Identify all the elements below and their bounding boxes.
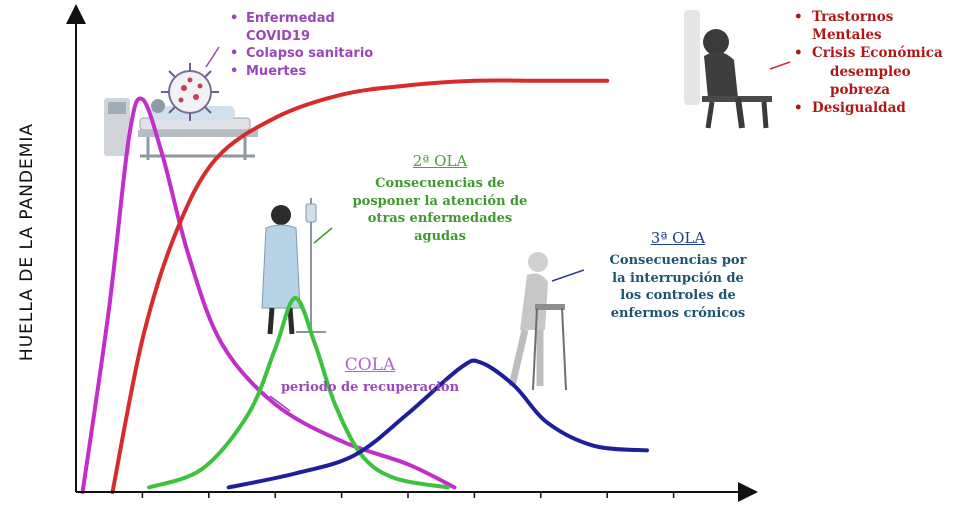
series-line-2 [147, 296, 450, 490]
coronavirus-icon [161, 46, 220, 121]
red-item: desempleo [830, 63, 911, 80]
wave3-line: los controles de [620, 288, 736, 304]
cola-annotation: COLA periodo de recuperación [265, 354, 475, 396]
purple-bullet-list: •Enfermedad COVID19 •Colapso sanitario •… [230, 11, 374, 79]
cola-text: periodo de recuperación [280, 379, 460, 395]
wave3-annotation: 3ª OLA Consecuencias por la interrupción… [598, 228, 758, 322]
wave2-title: 2ª OLA [412, 152, 468, 170]
series-layer [80, 78, 649, 494]
red-item: Crisis Económica [812, 45, 943, 62]
purple-item: COVID19 [246, 28, 311, 44]
wave2-line: Consecuencias de [375, 176, 505, 192]
wave3-line: la interrupción de [612, 270, 744, 286]
purple-item: Muertes [246, 63, 307, 79]
icu-bed-patient-icon [104, 98, 258, 160]
red-item: Desigualdad [812, 100, 906, 117]
red-item: pobreza [830, 81, 890, 98]
hospital-patient-iv-icon [261, 198, 333, 335]
y-axis-label: HUELLA DE LA PANDEMIA [17, 122, 37, 362]
cola-pointer [269, 395, 291, 412]
purple-item: Enfermedad [246, 11, 335, 26]
wave2-line: otras enfermedades [367, 211, 513, 227]
wave2-line: posponer la atención de [352, 193, 528, 209]
red-item: Trastornos [812, 9, 894, 25]
tick-layer [141, 492, 675, 498]
wave2-line: agudas [414, 228, 466, 244]
wave3-line: enfermos crónicos [610, 305, 746, 321]
series-line-3 [226, 358, 649, 490]
cola-title: COLA [344, 355, 396, 375]
sad-person-icon [684, 10, 791, 129]
elderly-walker-icon [508, 252, 585, 391]
red-bullet-list: •Trastornos Mentales •Crisis Económica d… [794, 9, 943, 117]
wave3-title: 3ª OLA [650, 229, 706, 247]
wave2-annotation: 2ª OLA Consecuencias de posponer la aten… [340, 151, 540, 245]
wave3-line: Consecuencias por [609, 253, 747, 269]
series-line-4 [110, 78, 610, 494]
purple-item: Colapso sanitario [246, 46, 374, 62]
red-item: Mentales [812, 27, 882, 44]
